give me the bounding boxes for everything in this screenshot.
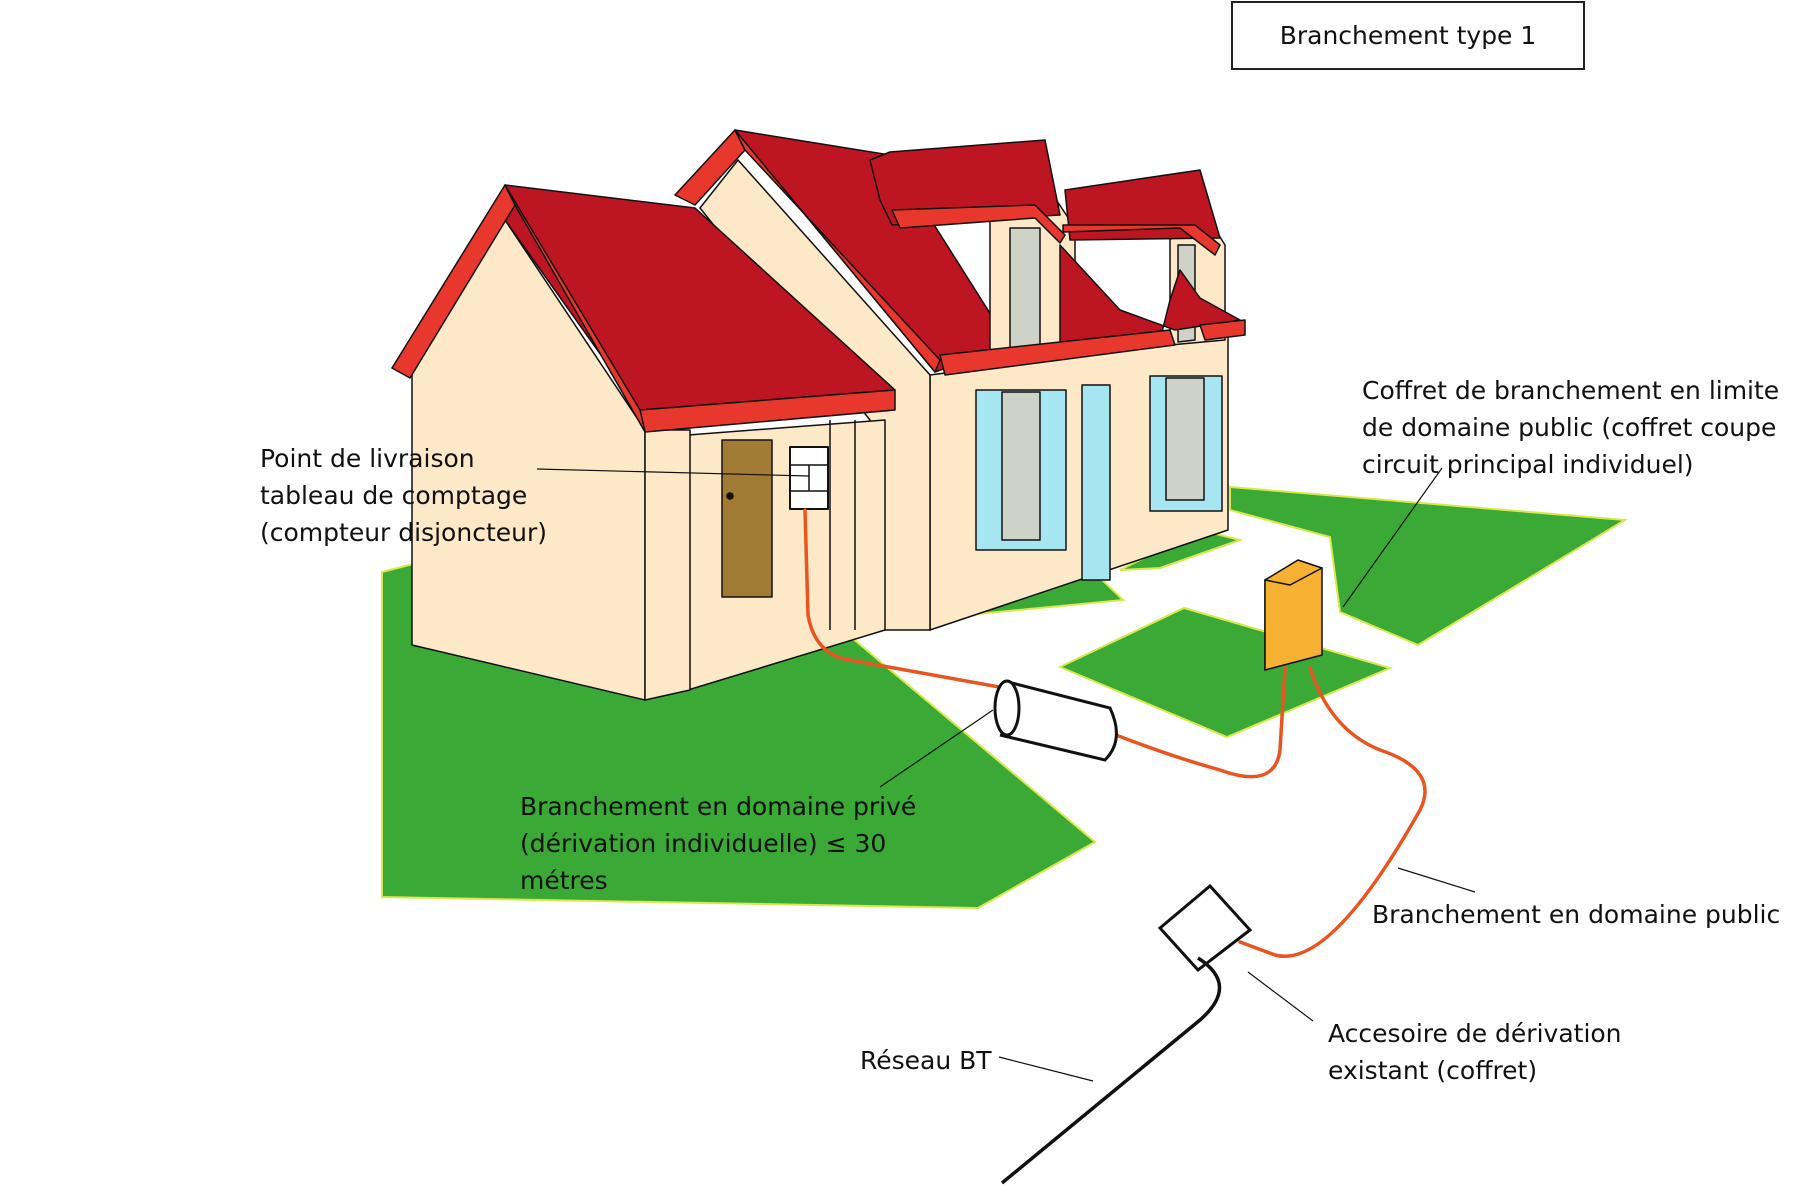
lawn-front-middle <box>1057 606 1393 739</box>
leader-domaine-prive <box>879 709 994 788</box>
main-roof-gable-trim <box>734 129 941 373</box>
label-line: Réseau BT <box>860 1046 992 1075</box>
reseau-bt-line <box>1000 956 1222 1185</box>
label-accessoire: Accesoire de dérivation existant (coffre… <box>1328 1015 1622 1089</box>
coffret-box <box>1264 559 1323 671</box>
cable-sleeve <box>993 679 1118 762</box>
leader-lines <box>536 467 1476 1082</box>
dormer-1-roof-trim <box>891 204 1066 244</box>
label-line: (dérivation individuelle) ≤ 30 <box>520 829 887 858</box>
diagram-title: Branchement type 1 <box>1279 21 1537 50</box>
dormer-2-roof <box>1064 169 1221 241</box>
leader-reseau <box>998 1056 1094 1082</box>
leader-point-livraison <box>536 468 810 477</box>
window-1-glass <box>1001 391 1041 541</box>
label-line: existant (coffret) <box>1328 1056 1538 1085</box>
door-glass <box>1081 384 1111 581</box>
leader-coffret <box>1342 467 1443 608</box>
label-line: circuit principal individuel) <box>1362 450 1694 479</box>
entrance-door <box>721 439 773 598</box>
dormer-2-roof-trim <box>1062 224 1221 256</box>
dormer-1-window <box>1009 227 1041 353</box>
label-line: Point de livraison <box>260 444 475 473</box>
cable-private <box>803 508 1287 779</box>
label-domaine-prive: Branchement en domaine privé (dérivation… <box>520 788 916 899</box>
leader-accessoire <box>1247 971 1314 1022</box>
label-line: tableau de comptage <box>260 481 528 510</box>
dormer-1-roof <box>869 139 1061 226</box>
cables <box>803 508 1427 958</box>
label-line: Coffret de branchement en limite <box>1362 376 1780 405</box>
label-line: Branchement en domaine privé <box>520 792 917 821</box>
label-reseau-bt: Réseau BT <box>860 1042 992 1079</box>
annex-roof-gable-trim <box>504 184 646 433</box>
lower-roof-trim-right <box>1199 319 1246 341</box>
lawn-right <box>1229 485 1629 647</box>
label-line: Accesoire de dérivation <box>1328 1019 1622 1048</box>
label-domaine-public: Branchement en domaine public <box>1372 896 1780 933</box>
label-coffret-limite: Coffret de branchement en limite de doma… <box>1362 372 1779 483</box>
derivation-accessory <box>1157 883 1253 973</box>
sleeve-end <box>993 679 1021 737</box>
accessory-box <box>1157 883 1253 973</box>
cable-public <box>1238 666 1427 958</box>
house <box>391 129 1246 701</box>
label-line: de domaine public (coffret coupe <box>1362 413 1777 442</box>
coffret-top <box>1264 559 1323 586</box>
label-line: Branchement en domaine public <box>1372 900 1781 929</box>
sleeve-body <box>999 681 1118 762</box>
window-2-glass <box>1165 377 1205 501</box>
leader-domaine-public <box>1397 867 1476 893</box>
label-line: métres <box>520 866 608 895</box>
label-line: (compteur disjoncteur) <box>260 518 547 547</box>
lower-roof-trim <box>939 329 1176 376</box>
label-point-livraison: Point de livraison tableau de comptage (… <box>260 440 547 551</box>
door-knob <box>726 492 734 500</box>
title-box: Branchement type 1 <box>1231 1 1585 70</box>
annex-side-wall <box>644 429 691 701</box>
